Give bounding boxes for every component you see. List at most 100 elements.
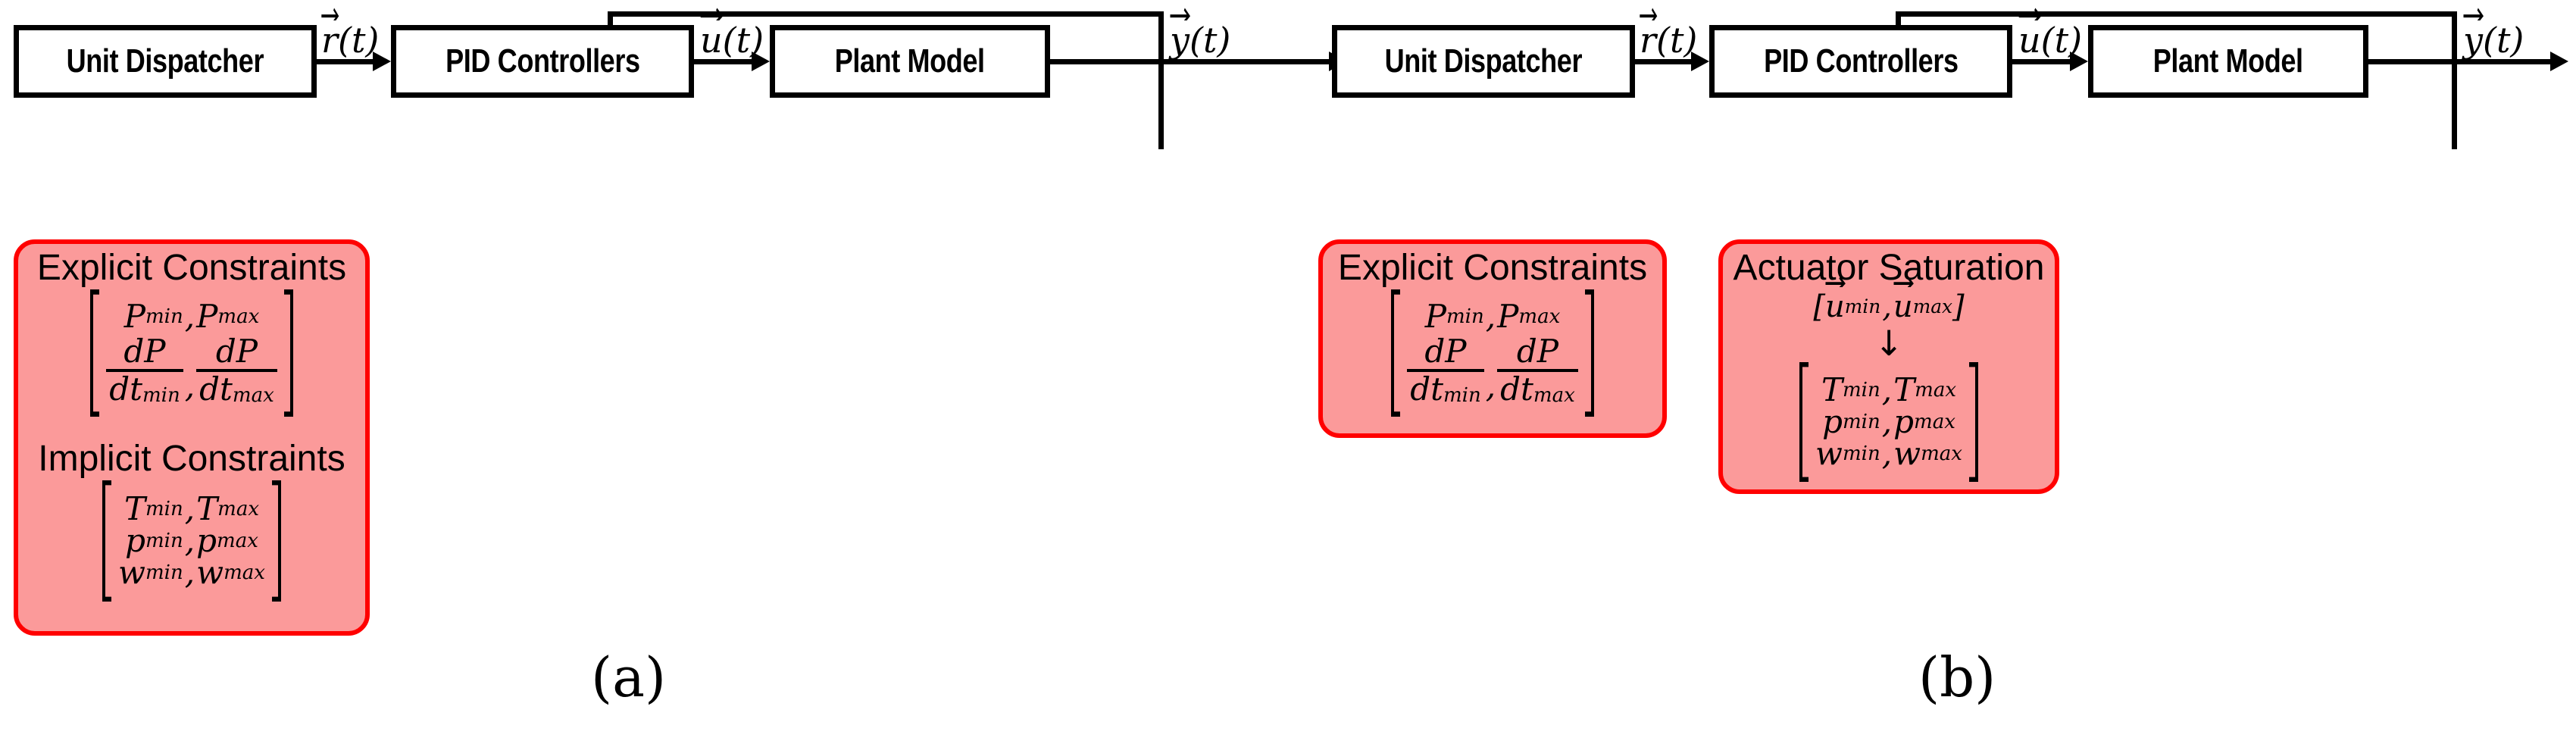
panel-caption-b: (b) xyxy=(1918,646,1996,709)
constraint-title-explicit-b: Explicit Constraints xyxy=(1337,248,1648,288)
block-unit-dispatcher-a[interactable]: Unit Dispatcher xyxy=(14,25,317,98)
subscript: max xyxy=(1912,295,1952,318)
signal-label-y-b: y(t) xyxy=(2463,8,2524,61)
vector-accent-u-a: u xyxy=(700,8,724,61)
sym: T xyxy=(1893,370,1915,408)
arrow-y-b xyxy=(2550,52,2568,71)
signal-arg: (t) xyxy=(338,20,380,61)
comma: , xyxy=(1881,370,1893,408)
sym: P xyxy=(123,297,145,335)
subscript: min xyxy=(1446,305,1484,328)
bracket-right-icon xyxy=(283,289,295,417)
subscript: max xyxy=(1915,378,1957,402)
vector-accent-u-max: u xyxy=(1893,276,1914,324)
block-label: PID Controllers xyxy=(1763,42,1959,80)
sym: w xyxy=(118,553,145,591)
numerator: dP xyxy=(1424,332,1467,370)
comma: , xyxy=(1881,434,1893,472)
bracket-right-icon xyxy=(270,480,283,602)
signal-label-u-a: u(t) xyxy=(700,8,764,61)
down-arrow-glyph: ↓ xyxy=(1874,322,1904,364)
feedback-top-b xyxy=(1896,11,2457,17)
signal-symbol: u xyxy=(2018,20,2041,61)
feedback-riser-a xyxy=(1158,11,1164,149)
arrow-u-a xyxy=(752,52,770,71)
constraint-title-explicit-a: Explicit Constraints xyxy=(36,248,347,288)
block-pid-controllers-a[interactable]: PID Controllers xyxy=(391,25,694,98)
vector-accent-y-a: y xyxy=(1170,8,1190,61)
fraction-bar xyxy=(1497,368,1578,372)
vector-accent-r-b: r xyxy=(1640,8,1658,58)
block-plant-model-a[interactable]: Plant Model xyxy=(770,25,1050,98)
den-sym: dt xyxy=(109,370,142,408)
comma: , xyxy=(184,367,195,405)
vector-accent-r-a: r xyxy=(321,8,339,61)
sym: T xyxy=(123,489,145,527)
den-sym: dt xyxy=(1410,370,1443,408)
subscript: min xyxy=(1443,383,1481,407)
sym: P xyxy=(1497,297,1519,335)
vector-arrow-icon xyxy=(2462,5,2485,21)
vector-accent-u-b: u xyxy=(2018,8,2042,61)
fraction-bar xyxy=(196,368,277,372)
comma: , xyxy=(184,489,195,527)
sym: p xyxy=(1893,402,1915,440)
sym: w xyxy=(1815,434,1843,472)
block-plant-model-b[interactable]: Plant Model xyxy=(2088,25,2368,98)
subscript: max xyxy=(224,561,265,584)
arrow-r-b xyxy=(1691,52,1709,71)
sym: p xyxy=(125,521,145,559)
wire-r-a xyxy=(317,59,373,64)
signal-symbol: y xyxy=(1170,20,1190,61)
signal-arg: (t) xyxy=(1190,20,1231,61)
subscript: min xyxy=(1842,442,1880,465)
signal-symbol: r xyxy=(321,20,338,61)
signal-arg: (t) xyxy=(722,20,764,61)
arrow-r-a xyxy=(373,52,391,71)
subscript: max xyxy=(232,383,274,407)
block-pid-controllers-b[interactable]: PID Controllers xyxy=(1709,25,2012,98)
subscript: max xyxy=(217,497,260,520)
block-label: Plant Model xyxy=(2153,42,2303,80)
bracket-right-icon xyxy=(1583,289,1596,417)
subscript: min xyxy=(145,305,183,328)
subscript: min xyxy=(145,497,183,520)
subscript: max xyxy=(1921,442,1962,465)
signal-label-u-b: u(t) xyxy=(2018,8,2082,61)
sym: P xyxy=(1424,297,1446,335)
down-arrow-icon: ↓ xyxy=(1874,326,1904,361)
wire-u-a xyxy=(694,59,752,64)
block-label: Unit Dispatcher xyxy=(66,42,264,80)
bracket-left-icon xyxy=(1390,289,1402,417)
vector-arrow-icon xyxy=(320,5,340,21)
signal-symbol: u xyxy=(700,20,723,61)
subscript: max xyxy=(1533,383,1575,407)
signal-symbol: y xyxy=(2463,20,2483,61)
feedback-top-a xyxy=(608,11,1164,17)
bracket-left-icon xyxy=(89,289,101,417)
subscript: max xyxy=(217,305,260,328)
panel-caption-a: (a) xyxy=(591,646,667,709)
numerator: dP xyxy=(1516,332,1559,370)
block-unit-dispatcher-b[interactable]: Unit Dispatcher xyxy=(1332,25,1635,98)
